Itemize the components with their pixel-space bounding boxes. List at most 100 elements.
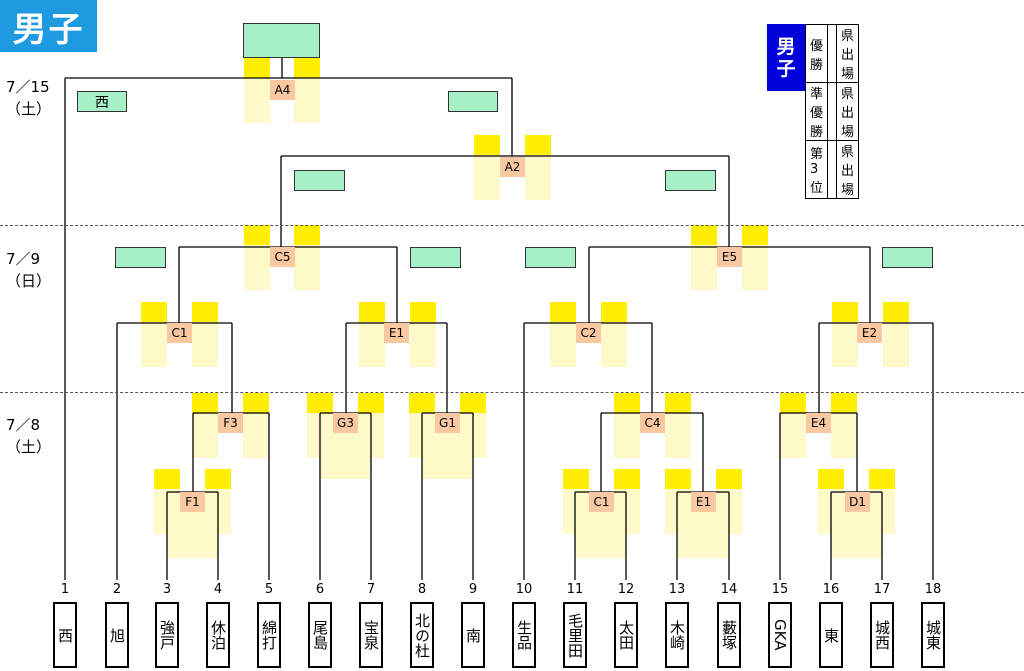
match-code: A2: [500, 157, 525, 177]
team-name: 毛里田: [566, 612, 584, 658]
winner-highlight: [141, 302, 167, 322]
winner-highlight: [358, 393, 384, 413]
winner-shade: [410, 322, 436, 367]
team-box: 旭: [105, 602, 129, 668]
team-number: 7: [366, 582, 376, 597]
legend-winner-cell: [827, 82, 838, 141]
legend-note: 県出場: [836, 82, 860, 141]
team-number: 2: [112, 582, 122, 597]
progress-box: [294, 170, 345, 191]
winner-shade: [474, 155, 500, 200]
team-number: 9: [468, 582, 478, 597]
winner-shade: [883, 322, 909, 367]
progress-box: [115, 247, 166, 268]
winner-highlight: [831, 393, 857, 413]
team-name: 東: [822, 627, 840, 643]
match-code: G1: [435, 413, 460, 433]
team-number: 18: [924, 582, 942, 597]
team-name: 南: [464, 627, 482, 643]
team-name: 宝泉: [362, 620, 380, 650]
team-box: 城西: [870, 602, 894, 668]
page-title: 男子: [0, 0, 97, 52]
date-weekday: （土）: [6, 100, 52, 118]
progress-box: [665, 170, 716, 191]
winner-shade: [832, 322, 858, 367]
legend-row: 準優勝 県出場: [804, 82, 860, 141]
team-name: GKA: [771, 619, 789, 651]
progress-box: [882, 247, 933, 268]
winner-highlight: [614, 393, 640, 413]
team-name: 強戸: [158, 620, 176, 650]
team-number: 6: [315, 582, 325, 597]
team-name: 城西: [873, 620, 891, 650]
winner-shade: [294, 245, 320, 290]
winner-highlight: [244, 225, 270, 245]
team-box: GKA: [768, 602, 792, 668]
date-day: 7／15: [6, 78, 50, 96]
winner-highlight: [474, 135, 500, 155]
team-name: 尾島: [311, 620, 329, 650]
team-box: 藪塚: [717, 602, 741, 668]
winner-highlight: [525, 135, 551, 155]
winner-highlight: [563, 469, 589, 489]
legend-place: 優勝: [804, 24, 829, 83]
team-number: 16: [822, 582, 840, 597]
legend-table: 優勝 県出場 準優勝 県出場 第3位 県出場: [804, 24, 860, 199]
winner-highlight: [883, 302, 909, 322]
legend-note: 県出場: [836, 24, 860, 83]
progress-box: [525, 247, 576, 268]
winner-highlight: [691, 225, 717, 245]
winner-highlight: [716, 469, 742, 489]
date-divider: [0, 392, 1024, 393]
winner-shade: [192, 322, 218, 367]
date-day: 7／9: [6, 250, 41, 268]
progress-box: 西: [77, 91, 127, 112]
date-weekday: （土）: [6, 438, 52, 456]
winner-shade: [691, 245, 717, 290]
team-name: 綿打: [260, 620, 278, 650]
legend-winner-cell: [827, 140, 838, 199]
team-name: 生品: [515, 620, 533, 650]
team-number: 5: [264, 582, 274, 597]
winner-shade: [244, 245, 270, 290]
winner-highlight: [307, 393, 333, 413]
winner-shade: [192, 413, 218, 458]
team-box: 尾島: [308, 602, 332, 668]
legend-place: 準優勝: [804, 82, 829, 141]
match-code: E1: [691, 492, 716, 512]
legend-winner-cell: [827, 24, 838, 83]
date-label: 7／15 （土）: [6, 76, 56, 120]
winner-shade: [550, 322, 576, 367]
winner-shade: [141, 322, 167, 367]
team-name: 西: [56, 627, 74, 643]
team-name: 休泊: [209, 620, 227, 650]
team-box: 休泊: [206, 602, 230, 668]
winner-highlight: [154, 469, 180, 489]
team-number: 17: [873, 582, 891, 597]
winner-shade: [525, 155, 551, 200]
team-box: 生品: [512, 602, 536, 668]
winner-highlight: [550, 302, 576, 322]
match-code: E2: [857, 323, 882, 343]
winner-highlight: [294, 58, 320, 78]
match-code: C5: [270, 247, 295, 267]
legend-place: 第3位: [804, 140, 829, 199]
team-name: 旭: [108, 627, 126, 643]
team-name: 太田: [617, 620, 635, 650]
champion-box: [243, 23, 320, 58]
date-weekday: （日）: [6, 272, 52, 290]
winner-highlight: [665, 469, 691, 489]
team-box: 北の杜: [410, 602, 434, 668]
winner-highlight: [460, 393, 486, 413]
team-box: 宝泉: [359, 602, 383, 668]
team-number: 3: [162, 582, 172, 597]
winner-highlight: [243, 393, 269, 413]
winner-highlight: [665, 393, 691, 413]
winner-highlight: [601, 302, 627, 322]
team-number: 8: [417, 582, 427, 597]
winner-highlight: [832, 302, 858, 322]
winner-highlight: [409, 393, 435, 413]
winner-shade: [614, 413, 640, 458]
match-code: E4: [806, 413, 831, 433]
match-code: G3: [333, 413, 358, 433]
